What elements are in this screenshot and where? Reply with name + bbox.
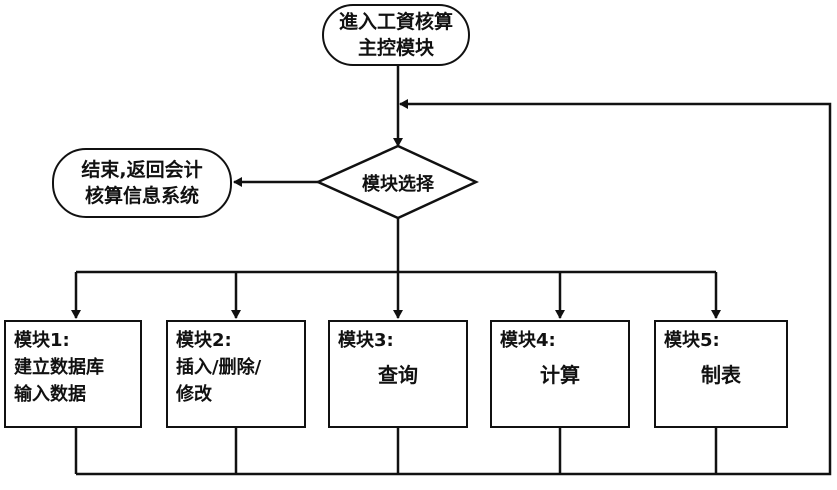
decision-label: 模块选择 bbox=[362, 174, 434, 195]
start-line-2: 主控模块 bbox=[357, 37, 434, 59]
module-2-box: 模块2: 插入/删除/ 修改 bbox=[166, 320, 306, 428]
module-1-title: 模块1: bbox=[14, 330, 70, 351]
module-2-title: 模块2: bbox=[176, 330, 232, 351]
end-line-1: 结束,返回会计 bbox=[81, 159, 203, 181]
module-1-box: 模块1: 建立数据库 输入数据 bbox=[4, 320, 142, 428]
module-2-line-1: 插入/删除/ bbox=[176, 357, 262, 378]
return-loop bbox=[76, 99, 832, 476]
module-4-line-1: 计算 bbox=[540, 363, 580, 387]
module-5-line-1: 制表 bbox=[701, 363, 741, 387]
decision-diamond bbox=[314, 144, 479, 220]
module-3-box: 模块3: 查询 bbox=[328, 320, 468, 428]
module-5-box: 模块5: 制表 bbox=[654, 320, 788, 428]
module-3-line-1: 查询 bbox=[378, 363, 418, 387]
module-1-line-2: 输入数据 bbox=[14, 384, 86, 405]
module-2-line-2: 修改 bbox=[176, 384, 212, 405]
module-4-box: 模块4: 计算 bbox=[490, 320, 630, 428]
module-4-title: 模块4: bbox=[500, 330, 556, 351]
end-line-2: 核算信息系统 bbox=[84, 185, 199, 207]
end-node: 结束,返回会计 核算信息系统 bbox=[52, 148, 232, 218]
module-3-title: 模块3: bbox=[338, 330, 394, 351]
module-5-title: 模块5: bbox=[664, 330, 720, 351]
start-line-1: 進入工資核算 bbox=[338, 11, 453, 33]
module-1-line-1: 建立数据库 bbox=[14, 357, 104, 378]
start-node: 進入工資核算 主控模块 bbox=[322, 4, 470, 66]
